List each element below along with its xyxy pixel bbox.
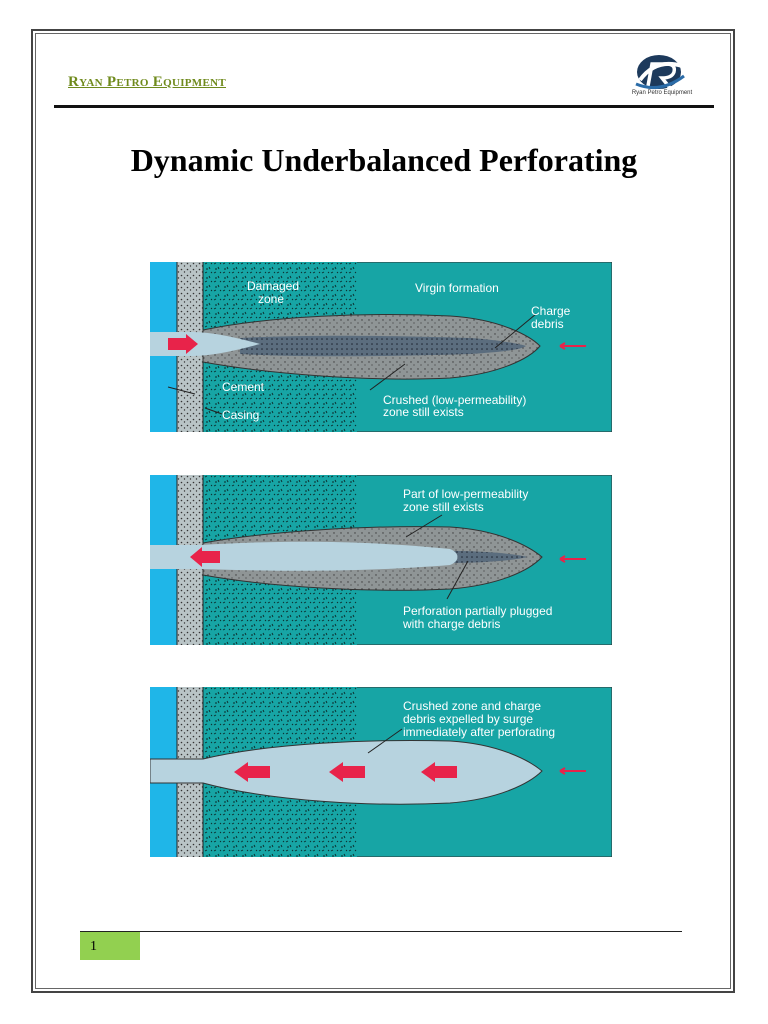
diagram-panel-3: Crushed zone and charge debris expelled …	[150, 687, 612, 857]
label-charge-debris: Charge	[531, 304, 571, 318]
label-crushed-zone: Crushed (low-permeability)	[383, 393, 526, 407]
flow-arrow	[190, 547, 220, 567]
flow-arrow	[329, 762, 365, 782]
label-virgin-formation: Virgin formation	[415, 281, 499, 295]
label-cement: Cement	[222, 380, 265, 394]
flow-arrow	[168, 334, 198, 354]
page-title: Dynamic Underbalanced Perforating	[130, 142, 638, 178]
label-casing: Casing	[222, 408, 259, 422]
page-border	[31, 29, 735, 993]
diagram-panel-1: Damaged zone Virgin formation Charge deb…	[150, 262, 612, 432]
rp-logo-icon	[635, 55, 685, 90]
label-damaged-zone: Damaged	[247, 279, 299, 293]
label-damaged-zone-2: zone	[258, 292, 284, 306]
label-crushed-expelled-3: immediately after perforating	[403, 725, 555, 739]
diagram-panel-2: Part of low-permeability zone still exis…	[150, 475, 612, 645]
logo-caption: Ryan Petro Equipment	[631, 90, 693, 96]
flow-arrow	[234, 762, 270, 782]
label-charge-debris-2: debris	[531, 317, 564, 331]
label-part-low-permeability: Part of low-permeability	[403, 487, 528, 501]
footer-rule	[80, 931, 682, 932]
page-number: 1	[80, 932, 140, 960]
flow-arrow	[421, 762, 457, 782]
label-perforation-plugged: Perforation partially plugged	[403, 604, 552, 618]
company-name: Ryan Petro Equipment	[68, 74, 226, 90]
label-crushed-zone-2: zone still exists	[383, 405, 464, 419]
label-crushed-expelled-2: debris expelled by surge	[403, 712, 533, 726]
label-perforation-plugged-2: with charge debris	[402, 617, 500, 631]
page-border-inner	[35, 33, 731, 989]
panel-2-drawing: Part of low-permeability zone still exis…	[150, 475, 612, 645]
panel-1-drawing: Damaged zone Virgin formation Charge deb…	[150, 262, 612, 432]
header-rule	[54, 105, 714, 108]
label-part-low-permeability-2: zone still exists	[403, 500, 484, 514]
panel-3-drawing: Crushed zone and charge debris expelled …	[150, 687, 612, 857]
label-crushed-expelled: Crushed zone and charge	[403, 699, 541, 713]
